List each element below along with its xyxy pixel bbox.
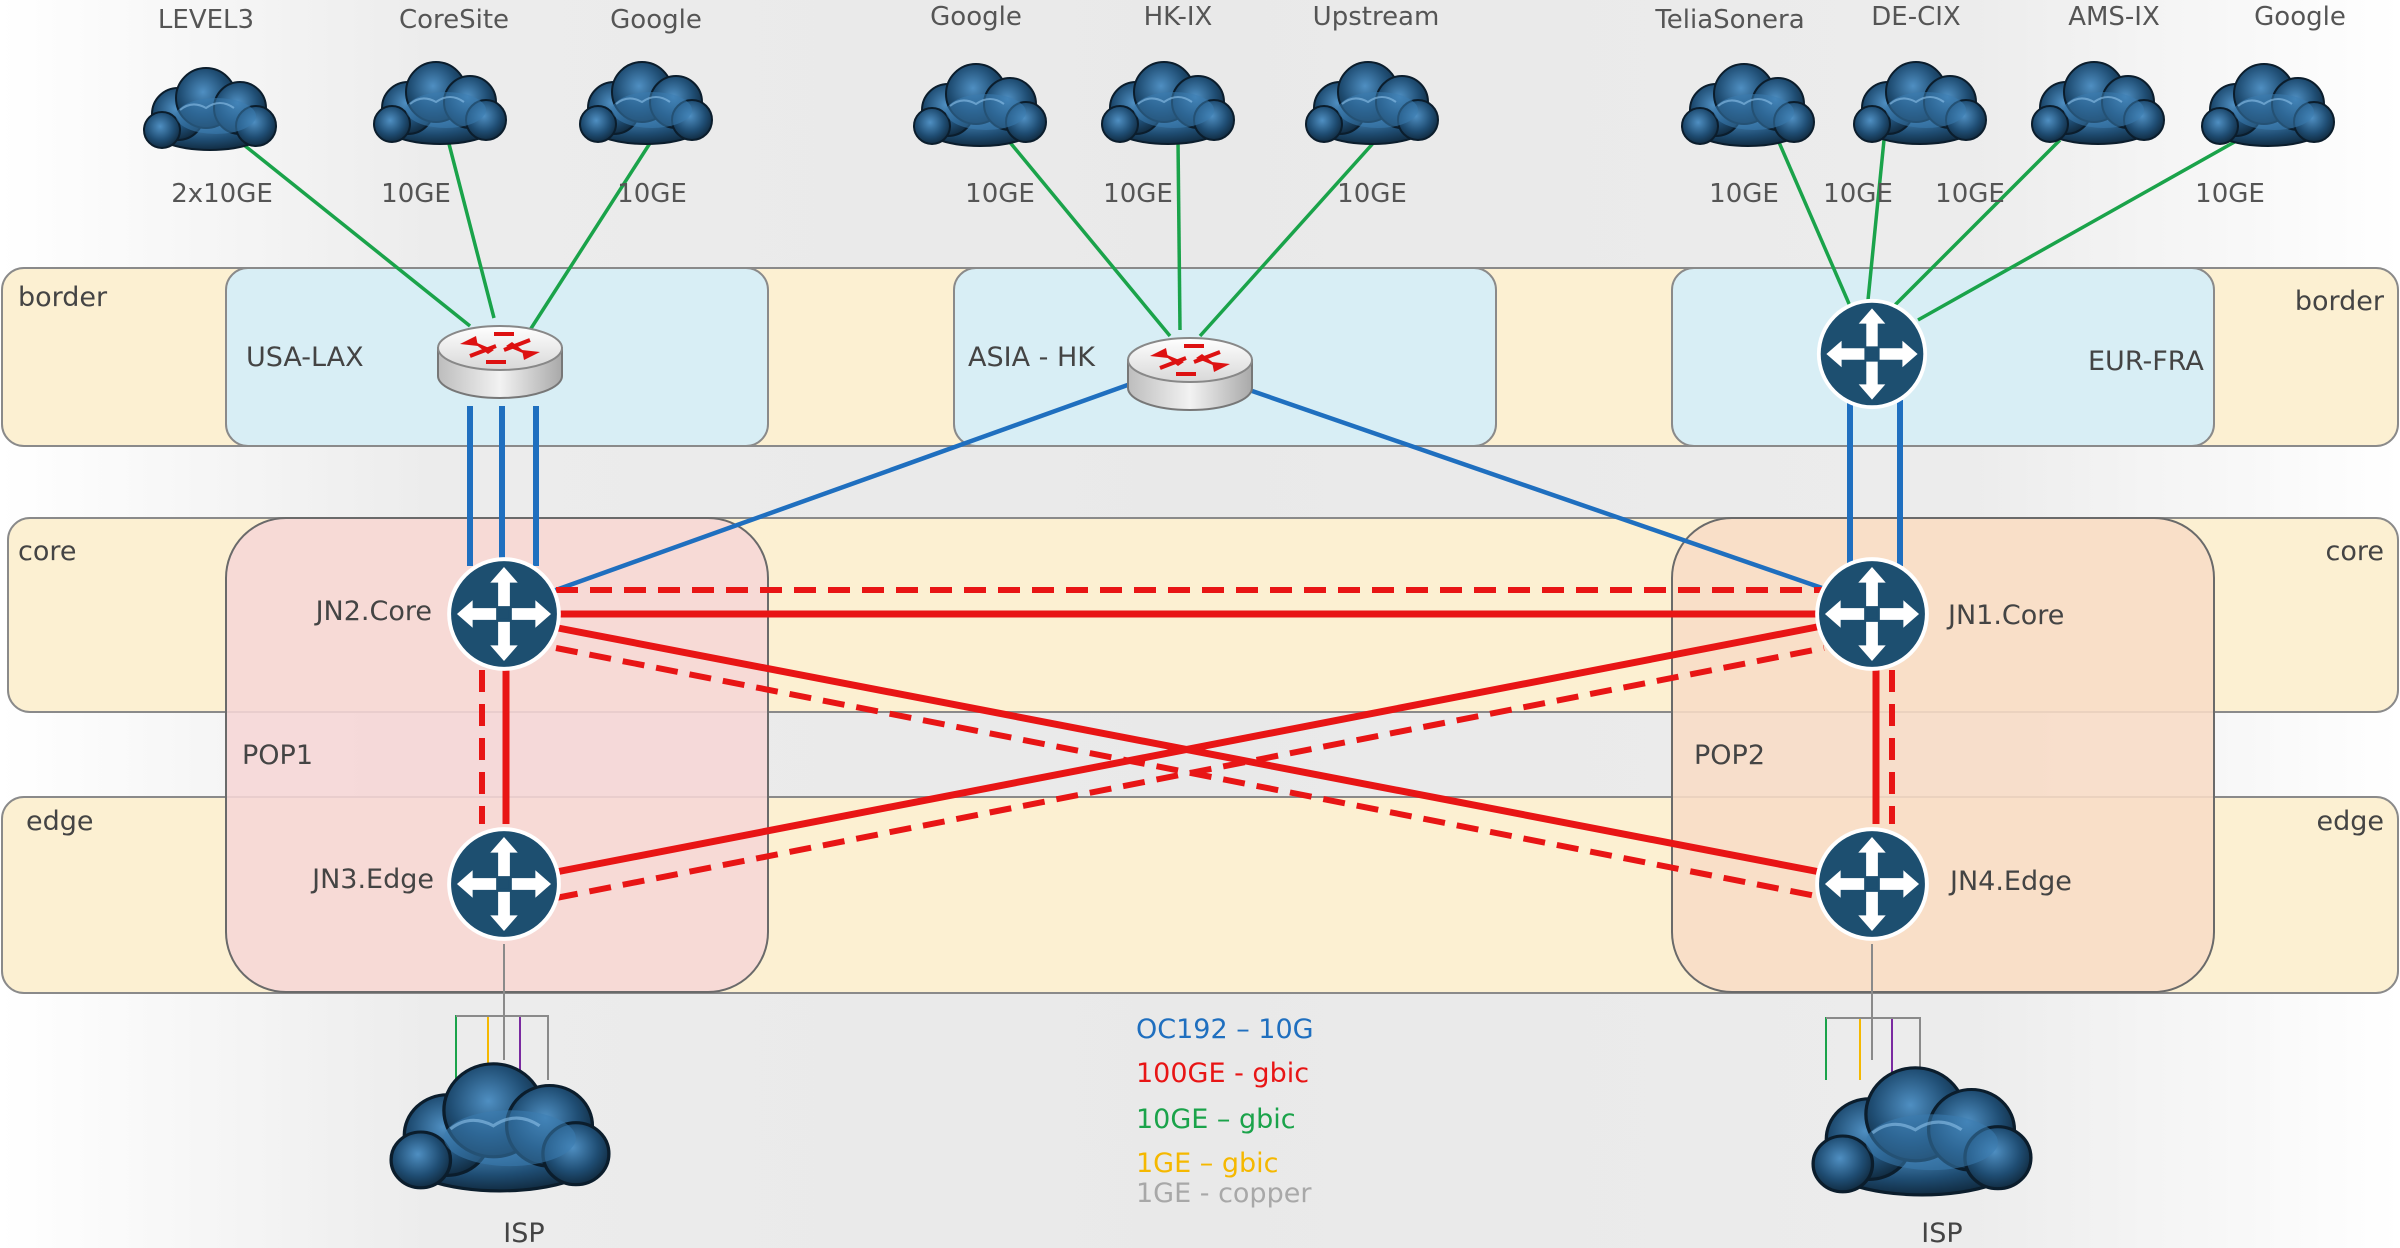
legend-100ge: 100GE - gbic — [1136, 1058, 1309, 1089]
site-eur-fra — [1671, 267, 2215, 447]
link-speed: 10GE — [1103, 179, 1173, 209]
layer-label-edge: edge — [26, 806, 94, 837]
isp-cloud-icon — [1811, 1066, 2033, 1197]
router-jn3-icon — [447, 827, 561, 941]
legend-1ge-gbic: 1GE – gbic — [1136, 1148, 1278, 1179]
router-asia-hk-icon — [1126, 336, 1254, 412]
link-hkix — [1176, 139, 1182, 331]
provider-name: Google — [610, 5, 702, 35]
link-level3 — [242, 143, 472, 328]
legend: OC192 – 10G 100GE - gbic 10GE – gbic 1GE… — [1136, 1014, 1314, 1209]
provider-name: HK-IX — [1144, 2, 1213, 32]
cloud-icon — [143, 67, 277, 151]
cloud-icon — [2201, 63, 2335, 147]
provider-name: Upstream — [1313, 2, 1440, 32]
site-label-asia: ASIA - HK — [968, 342, 1096, 373]
pop2-box — [1671, 517, 2215, 993]
isp-label-right: ISP — [1921, 1218, 1962, 1248]
link-speed: 10GE — [1823, 179, 1893, 209]
gbic100-links — [479, 587, 1895, 901]
isp-labels: ISP ISP — [503, 1218, 1962, 1248]
cloud-icon — [2031, 61, 2165, 145]
jn3-jn1-dashed — [555, 645, 1825, 901]
router-jn1-icon — [1815, 557, 1929, 671]
pop-boxes — [225, 517, 2215, 993]
provider-name: TeliaSonera — [1654, 5, 1804, 35]
legend-oc192: OC192 – 10G — [1136, 1014, 1314, 1045]
isp-label-left: ISP — [503, 1218, 544, 1248]
cloud-icon — [579, 61, 713, 145]
provider-name: DE-CIX — [1871, 2, 1960, 32]
link-amsix — [1890, 138, 2062, 310]
link-speed: 10GE — [2195, 179, 2265, 209]
cloud-icon — [1681, 63, 1815, 147]
legend-10ge: 10GE – gbic — [1136, 1104, 1296, 1135]
site-boxes — [225, 267, 2215, 447]
link-speed: 10GE — [1935, 179, 2005, 209]
provider-names: LEVEL3 CoreSite Google Google HK-IX Upst… — [158, 2, 2346, 35]
provider-clouds — [143, 61, 2335, 151]
provider-name: LEVEL3 — [158, 5, 254, 35]
pop1-label: POP1 — [242, 740, 313, 771]
site-label-usa: USA-LAX — [246, 342, 364, 373]
pop2-label: POP2 — [1694, 740, 1765, 771]
router-eur-fra-icon — [1816, 298, 1928, 410]
router-usa-lax-icon — [436, 324, 564, 400]
layer-label-edge: edge — [2317, 806, 2385, 837]
link-speed: 10GE — [617, 179, 687, 209]
node-label-jn3: JN3.Edge — [310, 864, 434, 895]
isp-access-left — [455, 944, 549, 1080]
legend-1ge-copper: 1GE - copper — [1136, 1178, 1312, 1209]
layer-labels: border border core core edge edge — [18, 282, 2385, 837]
link-google-eur — [1917, 138, 2239, 322]
router-jn4-icon — [1815, 827, 1929, 941]
layer-label-border: border — [2295, 286, 2385, 317]
provider-name: CoreSite — [399, 5, 509, 35]
provider-name: Google — [2254, 2, 2346, 32]
provider-name: AMS-IX — [2068, 2, 2160, 32]
cloud-icon — [1101, 61, 1235, 145]
node-label-jn2: JN2.Core — [314, 596, 432, 627]
jn2-jn4-dashed — [555, 645, 1817, 899]
oc192-hk-jn2 — [527, 379, 1137, 603]
node-label-jn1: JN1.Core — [1946, 600, 2064, 631]
site-labels: USA-LAX ASIA - HK EUR-FRA POP1 POP2 — [242, 342, 2204, 771]
link-coresite — [446, 139, 496, 319]
link-google-asia — [1006, 138, 1172, 338]
node-labels: JN2.Core JN1.Core JN3.Edge JN4.Edge — [310, 596, 2072, 897]
oc192-links — [467, 379, 1903, 603]
link-speed: 10GE — [381, 179, 451, 209]
link-speed: 10GE — [965, 179, 1035, 209]
cloud-icon — [1853, 61, 1987, 145]
link-speed: 2x10GE — [171, 179, 273, 209]
link-teliasonera — [1776, 139, 1852, 307]
link-speed: 10GE — [1709, 179, 1779, 209]
node-label-jn4: JN4.Edge — [1948, 866, 2072, 897]
link-upstream — [1198, 138, 1378, 338]
layer-label-core: core — [18, 536, 76, 567]
isp-access-right — [1825, 944, 1921, 1080]
router-jn2-icon — [447, 557, 561, 671]
cloud-icon — [373, 61, 507, 145]
layer-label-border: border — [18, 282, 108, 313]
link-decix — [1866, 139, 1886, 301]
isp-cloud-icon — [389, 1062, 611, 1193]
layer-label-core: core — [2326, 536, 2384, 567]
link-google-usa — [528, 139, 654, 331]
oc192-hk-jn1 — [1225, 379, 1823, 591]
jn3-jn1-solid — [555, 622, 1823, 876]
cloud-icon — [913, 63, 1047, 147]
link-speed: 10GE — [1337, 179, 1407, 209]
site-label-eur: EUR-FRA — [2088, 346, 2204, 377]
provider-name: Google — [930, 2, 1022, 32]
link-labels: 2x10GE 10GE 10GE 10GE 10GE 10GE 10GE 10G… — [171, 179, 2265, 209]
pop1-box — [225, 517, 769, 993]
provider-links — [242, 138, 2239, 338]
cloud-icon — [1305, 61, 1439, 145]
